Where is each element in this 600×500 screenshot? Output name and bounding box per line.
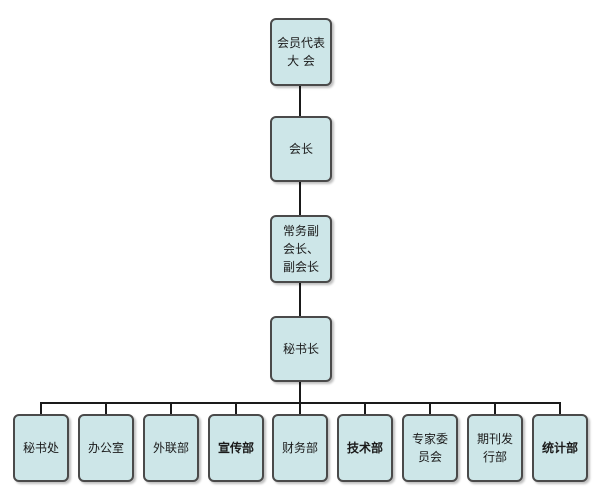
node-dept-technology: 技术部 bbox=[337, 414, 393, 482]
dept-journal-distribution-label: 期刊发 行部 bbox=[476, 432, 513, 464]
connector-vice-secretary bbox=[299, 283, 301, 316]
drop-dept-9 bbox=[559, 402, 561, 414]
dept-expert-committee-label: 专家委 员会 bbox=[411, 432, 448, 464]
node-members-congress: 会员代表 大 会 bbox=[270, 18, 332, 86]
node-vice-presidents: 常务副 会长、 副会长 bbox=[270, 215, 332, 283]
node-dept-finance: 财务部 bbox=[272, 414, 328, 482]
connector-president-vice bbox=[299, 182, 301, 215]
node-vice-presidents-label: 常务副 会长、 副会长 bbox=[282, 224, 319, 274]
connector-congress-president bbox=[299, 86, 301, 116]
dept-publicity-label: 宣传部 bbox=[217, 441, 254, 455]
drop-dept-8 bbox=[494, 402, 496, 414]
drop-dept-1 bbox=[40, 402, 42, 414]
node-dept-external-relations: 外联部 bbox=[143, 414, 199, 482]
node-dept-office: 办公室 bbox=[78, 414, 134, 482]
dept-external-relations-label: 外联部 bbox=[152, 441, 189, 455]
node-dept-journal-distribution: 期刊发 行部 bbox=[467, 414, 523, 482]
drop-dept-7 bbox=[429, 402, 431, 414]
node-secretary-general-label: 秘书长 bbox=[282, 342, 319, 356]
node-president-label: 会长 bbox=[288, 142, 313, 156]
drop-dept-3 bbox=[170, 402, 172, 414]
dept-secretariat-label: 秘书处 bbox=[22, 441, 59, 455]
node-dept-publicity: 宣传部 bbox=[208, 414, 264, 482]
dept-office-label: 办公室 bbox=[87, 441, 124, 455]
node-secretary-general: 秘书长 bbox=[270, 316, 332, 382]
drop-dept-5 bbox=[299, 402, 301, 414]
drop-dept-4 bbox=[235, 402, 237, 414]
node-members-congress-label: 会员代表 大 会 bbox=[276, 36, 325, 68]
node-dept-statistics: 统计部 bbox=[532, 414, 588, 482]
dept-finance-label: 财务部 bbox=[281, 441, 318, 455]
connector-secretary-bus bbox=[299, 382, 301, 403]
drop-dept-2 bbox=[105, 402, 107, 414]
node-dept-expert-committee: 专家委 员会 bbox=[402, 414, 458, 482]
dept-technology-label: 技术部 bbox=[346, 441, 383, 455]
node-dept-secretariat: 秘书处 bbox=[13, 414, 69, 482]
drop-dept-6 bbox=[364, 402, 366, 414]
node-president: 会长 bbox=[270, 116, 332, 182]
dept-statistics-label: 统计部 bbox=[541, 441, 578, 455]
